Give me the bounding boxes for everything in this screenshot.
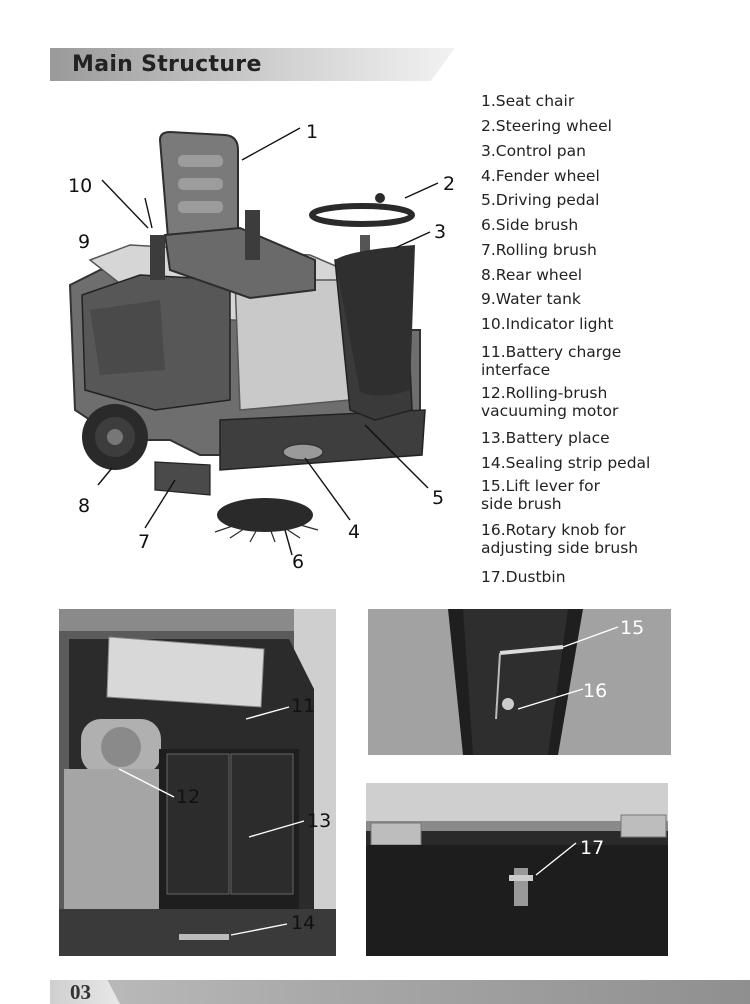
page-title: Main Structure (72, 52, 262, 77)
callout-16: 16 (583, 680, 607, 702)
callout-7: 7 (138, 531, 150, 553)
callout-11: 11 (291, 695, 315, 717)
callout-13: 13 (307, 810, 331, 832)
footer-bar (50, 980, 750, 1004)
battery-compartment-photo: 11 12 13 14 (59, 609, 336, 956)
part-item: 4.Fender wheel (481, 167, 600, 185)
part-item: 16.Rotary knob for adjusting side brush (481, 521, 639, 557)
part-item: 1.Seat chair (481, 92, 575, 110)
callout-15: 15 (620, 617, 644, 639)
part-item: 7.Rolling brush (481, 241, 597, 259)
part-item: 11.Battery charge interface (481, 343, 622, 379)
part-item: 10.Indicator light (481, 315, 614, 333)
part-item: 6.Side brush (481, 216, 579, 234)
part-item: 15.Lift lever for side brush (481, 477, 600, 513)
page-number-tab (50, 980, 120, 1004)
part-item: 9.Water tank (481, 290, 581, 308)
title-banner (50, 48, 455, 81)
part-item: 13.Battery place (481, 429, 610, 447)
part-item: 3.Control pan (481, 142, 586, 160)
part-item: 2.Steering wheel (481, 117, 612, 135)
callout-8: 8 (78, 495, 90, 517)
dustbin-photo: 17 (366, 783, 668, 956)
part-item: 17.Dustbin (481, 568, 566, 586)
part-item: 8.Rear wheel (481, 266, 583, 284)
callout-9: 9 (78, 231, 90, 253)
callout-17: 17 (580, 837, 604, 859)
callout-1: 1 (306, 121, 318, 143)
lift-lever-photo: 15 16 (368, 609, 671, 755)
callout-2: 2 (443, 173, 455, 195)
callout-12: 12 (176, 786, 200, 808)
callout-3: 3 (434, 221, 446, 243)
callout-4: 4 (348, 521, 360, 543)
callout-10: 10 (68, 175, 92, 197)
part-item: 12.Rolling-brush vacuuming motor (481, 384, 619, 420)
part-item: 14.Sealing strip pedal (481, 454, 651, 472)
callout-6: 6 (292, 551, 304, 573)
part-item: 5.Driving pedal (481, 191, 600, 209)
page-number: 03 (70, 980, 91, 1004)
callout-5: 5 (432, 487, 444, 509)
callout-14: 14 (291, 912, 315, 934)
sweeper-illustration: 1 2 3 4 5 6 7 8 9 10 (68, 121, 455, 573)
